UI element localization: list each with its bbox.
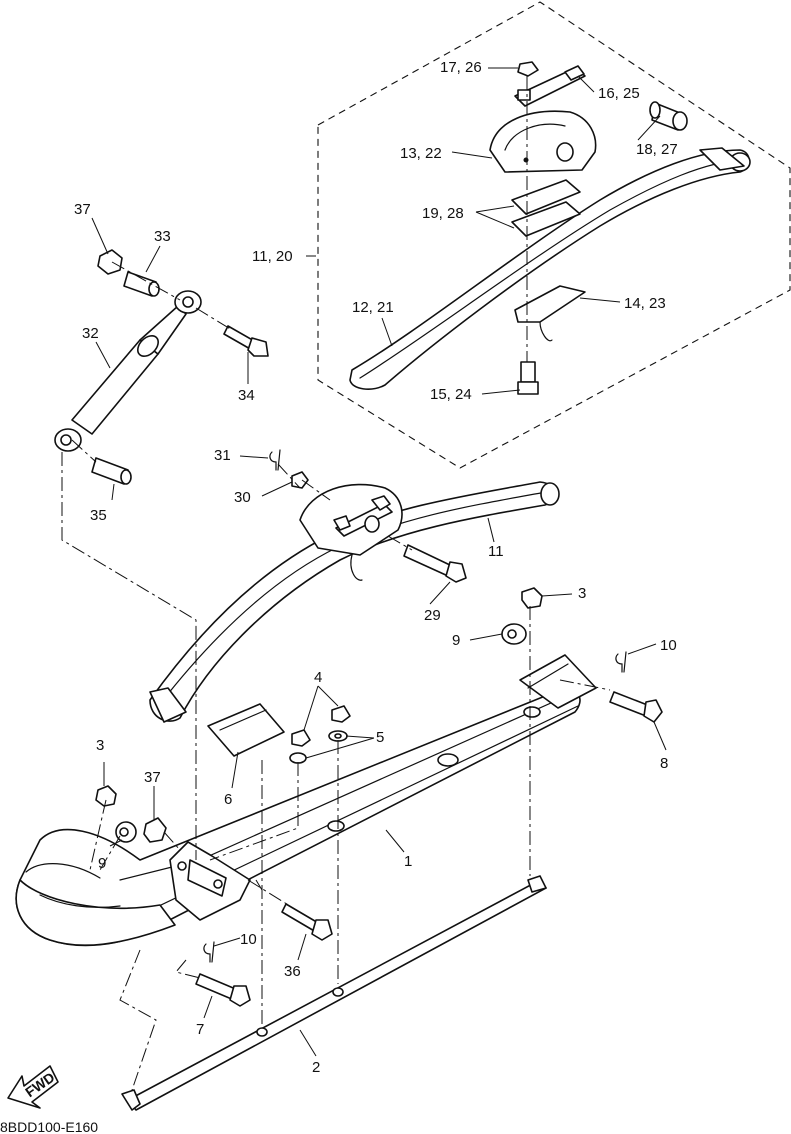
callout-10-left: 10 [240, 931, 257, 948]
leader-lines [91, 67, 667, 1057]
figure-code: 8BDD100-E160 [0, 1119, 98, 1134]
cotter-pin-part-31 [269, 449, 281, 471]
callout-9-left: 9 [98, 855, 106, 872]
bolt-part-34 [223, 325, 269, 357]
bracket-part-16-25 [514, 65, 586, 107]
callout-35: 35 [90, 507, 107, 524]
plate-part-14-23 [514, 285, 586, 342]
callout-labels: 17, 26 16, 25 13, 22 18, 27 19, 28 11, 2… [74, 59, 678, 1076]
callout-11: 11 [488, 543, 504, 560]
cotter-pin-part-10-left [203, 941, 215, 963]
callout-31: 31 [214, 447, 231, 464]
callout-37-lower: 37 [144, 769, 161, 786]
callout-13-22: 13, 22 [400, 145, 442, 162]
callout-11-20: 11, 20 [252, 248, 293, 265]
callout-5: 5 [376, 729, 384, 746]
bolt-part-29 [403, 544, 467, 583]
callout-3-right: 3 [578, 585, 586, 602]
cotter-pin-part-10-right [615, 651, 627, 673]
nut-part-9-left [115, 821, 137, 843]
callout-4: 4 [314, 669, 322, 686]
callout-19-28: 19, 28 [422, 205, 464, 222]
alignment-lines [61, 261, 611, 1091]
callout-7: 7 [196, 1021, 204, 1038]
callout-9-right: 9 [452, 632, 460, 649]
callout-16-25: 16, 25 [598, 85, 640, 102]
spring-retainer-assembly [299, 483, 403, 581]
collar-part-35 [91, 457, 132, 485]
callout-34: 34 [238, 387, 255, 404]
callout-15-24: 15, 24 [430, 386, 472, 403]
runner-part-2 [121, 875, 547, 1111]
callout-29: 29 [424, 607, 441, 624]
callout-36: 36 [284, 963, 301, 980]
retainer-part-13-22 [489, 110, 597, 173]
callout-8: 8 [660, 755, 668, 772]
nut-part-3-left [95, 785, 117, 807]
bracket-part-6 [207, 703, 285, 757]
nut-part-17-26 [517, 61, 539, 77]
callout-18-27: 18, 27 [636, 141, 678, 158]
callout-33: 33 [154, 228, 171, 245]
callout-17-26: 17, 26 [440, 59, 482, 76]
nut-part-9-right [501, 623, 527, 645]
shock-absorber-part-32 [54, 290, 202, 452]
plate-part-19-28 [511, 179, 581, 237]
nut-part-3-right [521, 587, 543, 609]
callout-6: 6 [224, 791, 232, 808]
detail-box [317, 1, 791, 469]
callout-14-23: 14, 23 [624, 295, 666, 312]
callout-3-left: 3 [96, 737, 104, 754]
nut-part-30 [291, 471, 309, 489]
callout-32: 32 [82, 325, 99, 342]
collar-part-33 [123, 271, 160, 297]
callout-2: 2 [312, 1059, 320, 1076]
nut-part-37-lower [143, 817, 167, 843]
callout-1: 1 [404, 853, 412, 870]
callout-10-right: 10 [660, 637, 677, 654]
bolt-part-7 [195, 973, 251, 1007]
collar-part-18-27 [649, 101, 688, 131]
front-ski-bracket [169, 841, 251, 921]
callout-37-upper: 37 [74, 201, 91, 218]
nut-part-4 [291, 705, 351, 747]
callout-30: 30 [234, 489, 251, 506]
rear-ski-bracket [519, 654, 597, 709]
bolt-part-8 [609, 691, 663, 723]
callout-12-21: 12, 21 [352, 299, 394, 316]
nut-part-37-upper [97, 249, 123, 275]
fwd-arrow-icon: FWD [7, 1065, 59, 1109]
detail-leaf-spring [349, 147, 751, 390]
bolt-part-15-24 [517, 361, 539, 395]
bolt-part-36 [281, 903, 333, 941]
